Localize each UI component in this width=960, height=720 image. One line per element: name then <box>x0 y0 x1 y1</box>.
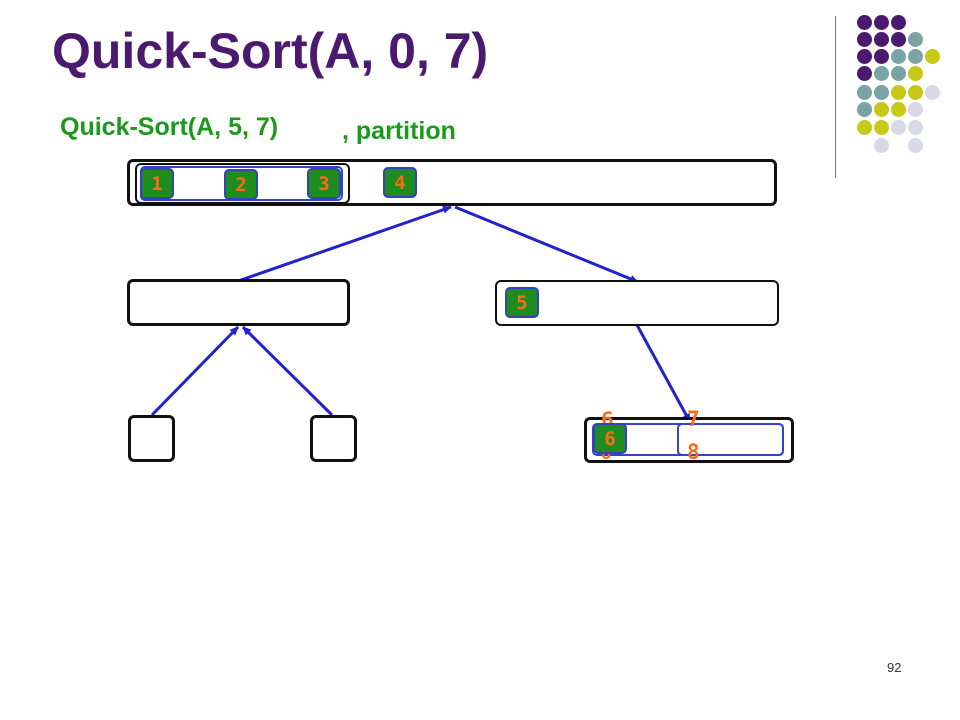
arrow-leaf1-to-left <box>150 325 240 417</box>
element-node-1: 1 <box>140 168 174 199</box>
dot <box>891 85 906 100</box>
dot <box>925 49 940 64</box>
dot <box>874 15 889 30</box>
arrow-right-to-leaf3 <box>635 324 692 423</box>
dot <box>891 66 906 81</box>
dot <box>857 66 872 81</box>
dot <box>874 85 889 100</box>
root-subarray-outline <box>135 163 350 204</box>
slide-title: Quick-Sort(A, 0, 7) <box>52 23 489 79</box>
dot <box>891 32 906 47</box>
arrow-left-to-root <box>240 205 452 282</box>
left-subarray-box <box>127 279 350 326</box>
element-node-6: 6 <box>593 423 627 454</box>
vertical-divider <box>835 16 836 178</box>
dot <box>891 49 906 64</box>
dot <box>908 32 923 47</box>
dot <box>857 102 872 117</box>
dot <box>874 49 889 64</box>
dot <box>874 120 889 135</box>
dot <box>908 49 923 64</box>
partition-label: , partition <box>342 117 456 145</box>
element-node-4: 4 <box>383 167 417 198</box>
element-label-8: 8 <box>687 440 700 464</box>
dot <box>908 85 923 100</box>
element-node-5: 5 <box>505 287 539 318</box>
dot <box>874 138 889 153</box>
leaf-box-middle <box>310 415 357 462</box>
arrow-leaf2-to-left <box>241 325 334 417</box>
dot <box>891 120 906 135</box>
dot <box>908 138 923 153</box>
leaf-box-left <box>128 415 175 462</box>
arrow-root-to-right <box>454 205 639 284</box>
dot <box>908 120 923 135</box>
dot <box>857 32 872 47</box>
slide-number: 92 <box>887 660 902 675</box>
dot <box>874 32 889 47</box>
ghost-label-8: 8 <box>601 444 612 464</box>
dot <box>874 66 889 81</box>
dot <box>857 15 872 30</box>
element-node-2: 2 <box>224 169 258 200</box>
dot <box>891 102 906 117</box>
dot <box>857 85 872 100</box>
element-node-3: 3 <box>307 168 341 199</box>
element-label-7: 7 <box>687 407 700 431</box>
dot <box>857 49 872 64</box>
right-subarray-box <box>495 280 779 326</box>
dot <box>874 102 889 117</box>
dot <box>908 102 923 117</box>
dot <box>908 66 923 81</box>
dot <box>925 85 940 100</box>
dot <box>857 120 872 135</box>
dot <box>891 15 906 30</box>
leaf-pivot-outline <box>677 423 784 456</box>
recursive-call-label: Quick-Sort(A, 5, 7) <box>60 113 279 141</box>
